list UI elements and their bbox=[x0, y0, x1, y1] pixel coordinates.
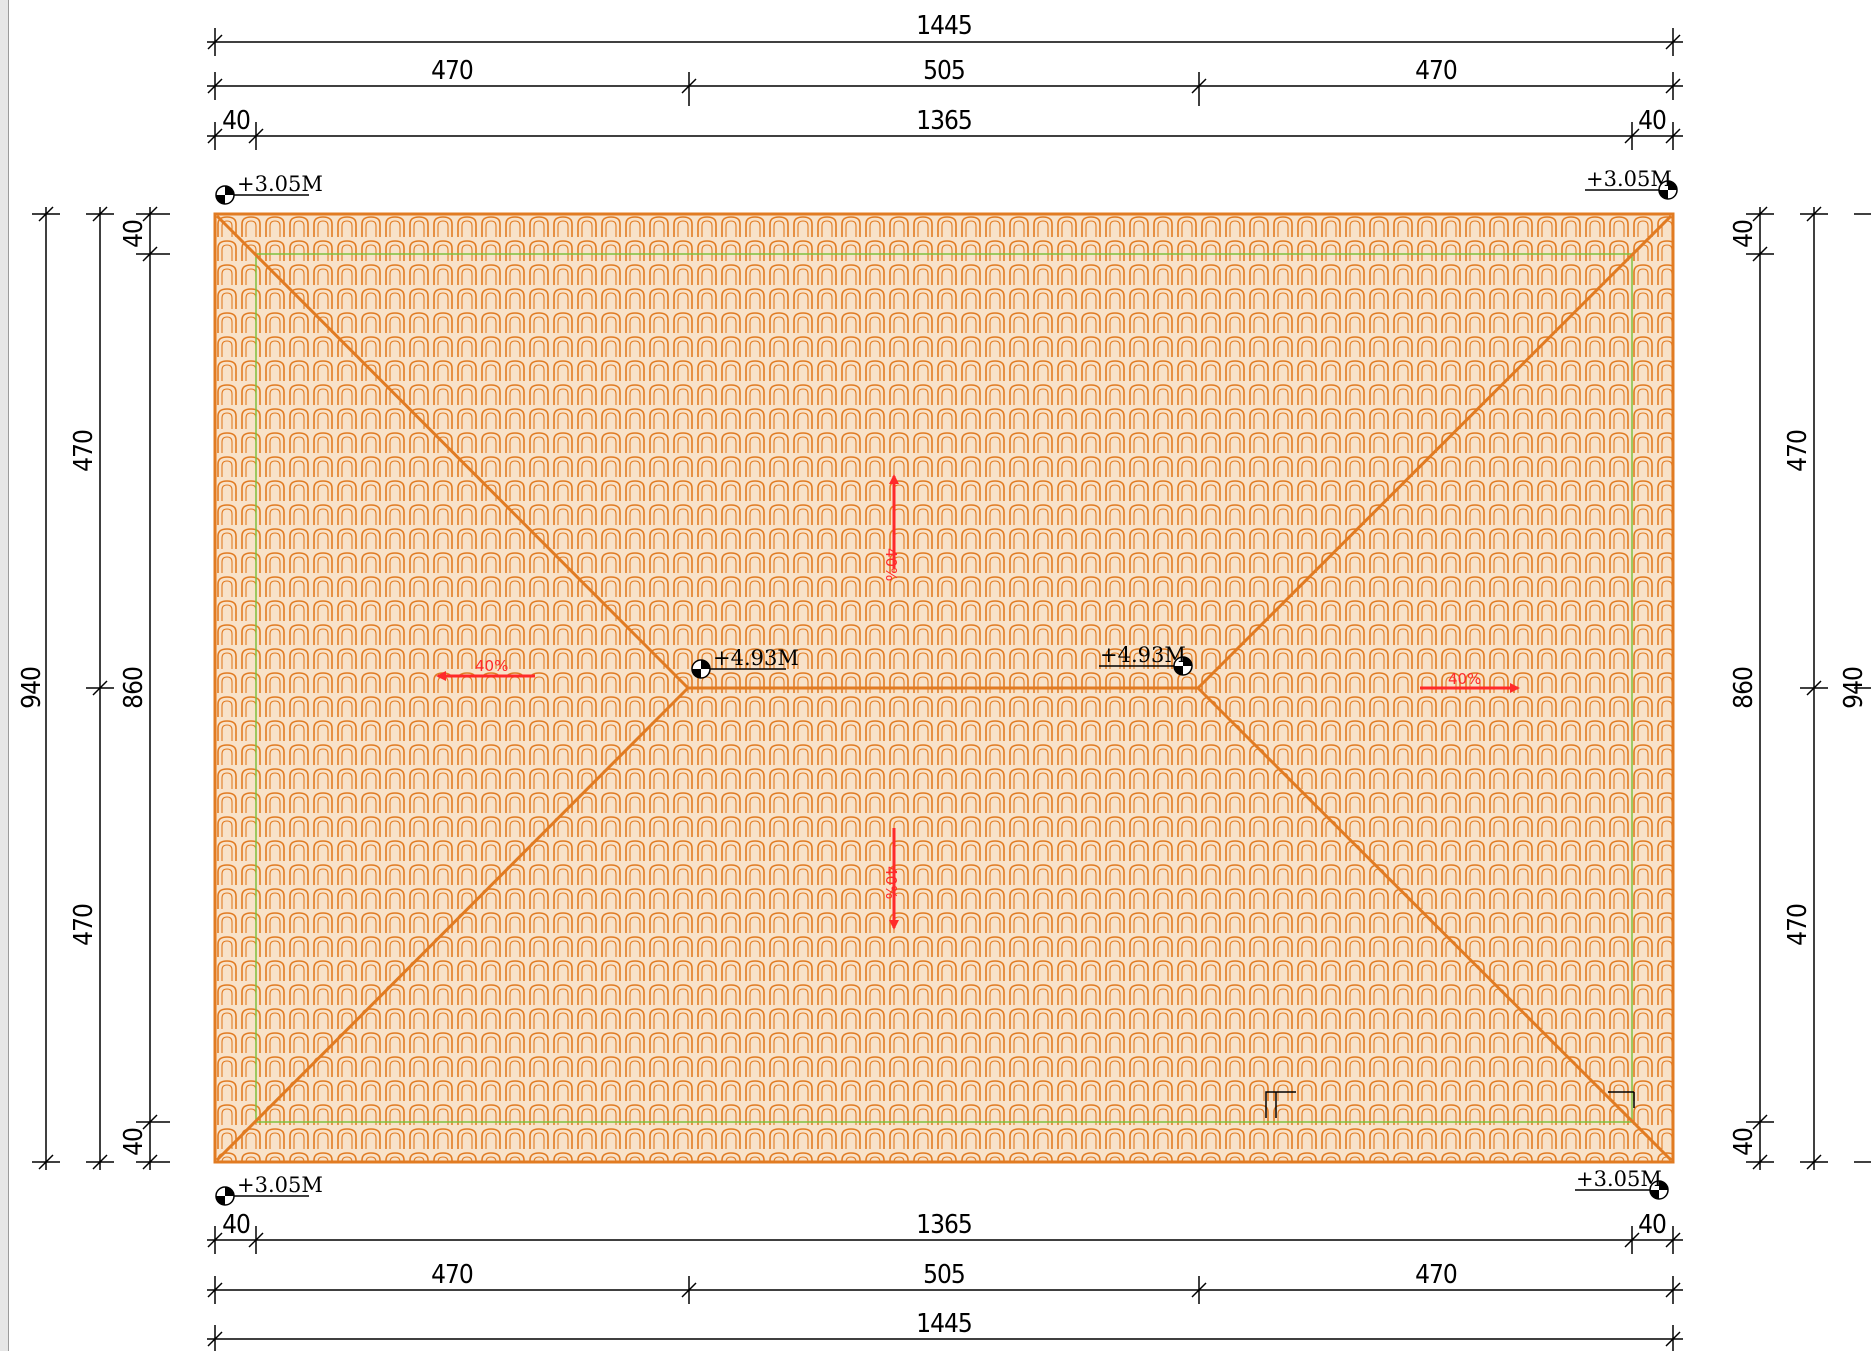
dim-right-inner: 860 bbox=[1729, 667, 1759, 709]
slope-label-south: 40% bbox=[882, 866, 900, 899]
dim-bottom-overall: 1445 bbox=[916, 1309, 972, 1339]
left-dimensions bbox=[32, 206, 170, 1170]
right-dimensions bbox=[1746, 206, 1871, 1170]
roof-inner-wall-line bbox=[255, 253, 1633, 1123]
dim-bottom-overhang-left: 40 bbox=[222, 1210, 250, 1240]
dim-top-inner: 1365 bbox=[916, 106, 972, 136]
dim-left-top-half: 470 bbox=[69, 430, 99, 472]
downspout-mark-left bbox=[1265, 1091, 1296, 1118]
dim-bottom-inner: 1365 bbox=[916, 1210, 972, 1240]
elevation-symbol-icon bbox=[215, 185, 235, 205]
dim-left-bottom-overhang: 40 bbox=[119, 1128, 149, 1156]
elevation-marker-ridge-right: +4.93M bbox=[1099, 643, 1193, 676]
elevation-marker-top-right: +3.05M bbox=[1585, 167, 1678, 200]
dim-top-right: 470 bbox=[1415, 56, 1457, 86]
viewport-edge bbox=[0, 0, 9, 1351]
dim-top-left: 470 bbox=[431, 56, 473, 86]
elevation-marker-bottom-left: +3.05M bbox=[215, 1173, 323, 1206]
hip-line-top-left bbox=[215, 214, 690, 690]
slope-label-north: 40% bbox=[882, 548, 900, 581]
hip-line-bottom-left bbox=[215, 686, 690, 1162]
dim-left-inner: 860 bbox=[119, 667, 149, 709]
slope-label-east: 40% bbox=[1448, 670, 1481, 688]
dim-right-top-overhang: 40 bbox=[1729, 220, 1759, 248]
dim-bottom-right: 470 bbox=[1415, 1260, 1457, 1290]
slope-arrows bbox=[436, 474, 1520, 930]
dim-bottom-left: 470 bbox=[431, 1260, 473, 1290]
hip-line-top-right bbox=[1196, 214, 1673, 690]
dim-right-bottom-half: 470 bbox=[1783, 904, 1813, 946]
elevation-label: +3.05M bbox=[1586, 167, 1672, 191]
elevation-symbol-icon bbox=[1658, 180, 1678, 200]
elevation-symbol-icon bbox=[215, 1186, 235, 1206]
elevation-marker-ridge-left: +4.93M bbox=[691, 646, 799, 679]
dim-top-overall: 1445 bbox=[916, 11, 972, 41]
dim-bottom-mid: 505 bbox=[923, 1260, 965, 1290]
elevation-marker-bottom-right: +3.05M bbox=[1575, 1167, 1669, 1200]
elevation-label: +4.93M bbox=[1100, 643, 1186, 667]
elevation-label: +4.93M bbox=[713, 646, 799, 670]
dim-left-bottom-half: 470 bbox=[69, 904, 99, 946]
roof-hip-lines bbox=[215, 214, 1673, 1162]
downspout-mark-right bbox=[1608, 1091, 1635, 1108]
dim-top-overhang-right: 40 bbox=[1638, 106, 1666, 136]
dim-top-mid: 505 bbox=[923, 56, 965, 86]
elevation-symbol-icon bbox=[691, 659, 711, 679]
slope-label-west: 40% bbox=[475, 657, 508, 675]
elevation-marker-top-left: +3.05M bbox=[215, 172, 323, 205]
elevation-label: +3.05M bbox=[1576, 1167, 1662, 1191]
dim-left-overall: 940 bbox=[17, 667, 47, 709]
elevation-label: +3.05M bbox=[237, 172, 323, 196]
dim-top-overhang-left: 40 bbox=[222, 106, 250, 136]
elevation-symbol-icon bbox=[1649, 1180, 1669, 1200]
top-dimensions bbox=[207, 28, 1683, 150]
dim-right-bottom-overhang: 40 bbox=[1729, 1128, 1759, 1156]
dim-right-overall: 940 bbox=[1839, 667, 1869, 709]
dim-left-top-overhang: 40 bbox=[119, 220, 149, 248]
hip-line-bottom-right bbox=[1196, 686, 1673, 1162]
dim-bottom-overhang-right: 40 bbox=[1638, 1210, 1666, 1240]
dim-right-top-half: 470 bbox=[1783, 430, 1813, 472]
elevation-label: +3.05M bbox=[237, 1173, 323, 1197]
bottom-dimensions bbox=[207, 1226, 1683, 1351]
